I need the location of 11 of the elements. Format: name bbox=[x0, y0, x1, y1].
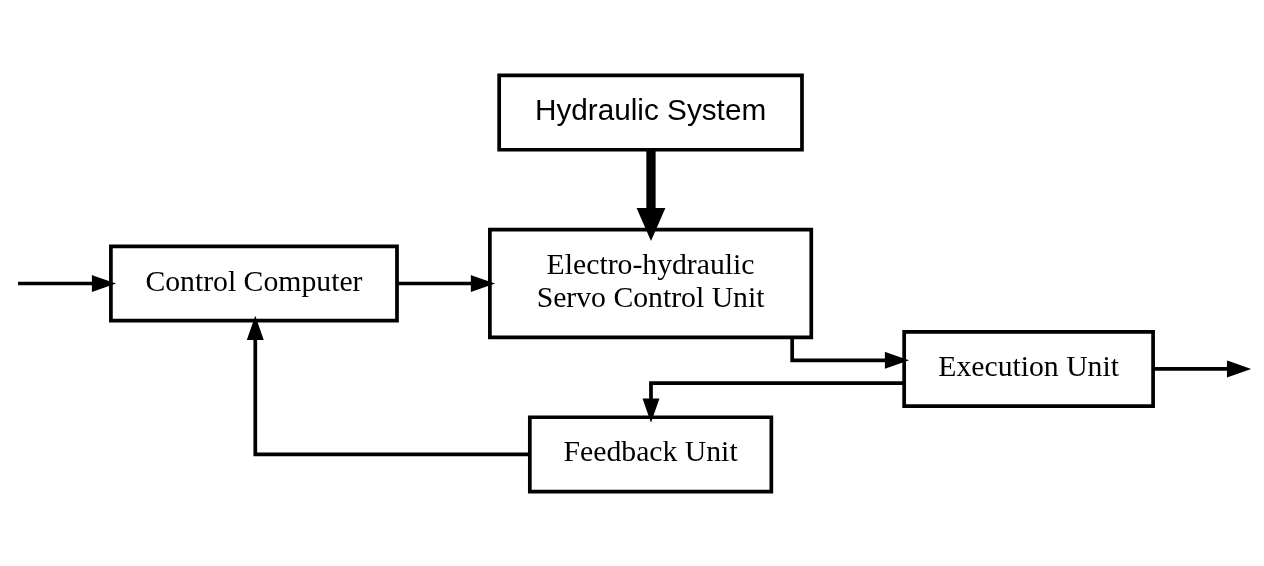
node-box: Execution Unit bbox=[902, 329, 1155, 408]
node-box: Hydraulic System bbox=[497, 73, 804, 152]
node-box: Feedback Unit bbox=[527, 414, 774, 493]
arrow bbox=[1153, 359, 1252, 377]
arrow bbox=[397, 274, 496, 292]
arrow bbox=[246, 315, 530, 456]
arrow bbox=[18, 274, 117, 292]
arrow bbox=[636, 150, 666, 241]
node-box: Control Computer bbox=[109, 244, 399, 323]
node-box: Electro-hydraulic Servo Control Unit bbox=[488, 227, 814, 339]
arrow bbox=[642, 380, 904, 423]
